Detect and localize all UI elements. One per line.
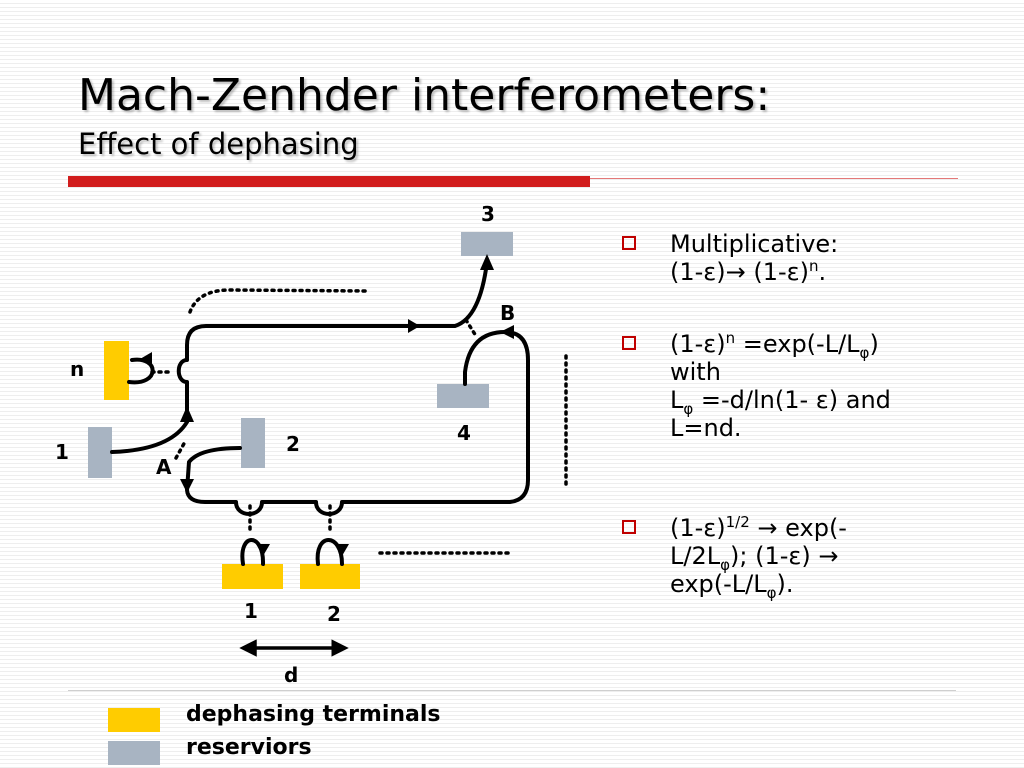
label-2-terminal: 2 (327, 602, 341, 626)
lead-to-reservoir-4 (463, 330, 507, 386)
bullet-square-icon (622, 236, 636, 250)
arrow-upper-arm (408, 319, 420, 333)
lower-loop-path (185, 330, 530, 516)
bullet-half-power: (1-ε)1/2 → exp(- L/2Lφ); (1-ε) → exp(-L/… (620, 513, 1024, 602)
bullet-2-line-4: L=nd. (670, 414, 742, 442)
dots-top-arc (188, 288, 372, 314)
arrow-up-at-A (180, 406, 194, 422)
bullet-1-line-1: Multiplicative: (670, 230, 839, 258)
bullet-3-line-3: exp(-L/Lφ). (670, 570, 794, 602)
arrow-lower-into-B (500, 325, 514, 339)
slide-title: Mach-Zenhder interferometers: (78, 70, 771, 121)
label-3: 3 (481, 202, 495, 226)
arrow-into-reservoir-3 (480, 254, 494, 270)
reservoir-2 (241, 418, 265, 468)
legend-swatch-reservoir (108, 741, 160, 765)
label-2-reservoir: 2 (286, 432, 300, 456)
upper-arm-path (176, 260, 489, 422)
terminal-1 (222, 564, 283, 589)
arrow-bottom-left (180, 479, 194, 493)
bullet-2-line-3: Lφ =-d/ln(1- ε) and (670, 386, 891, 418)
arrow-terminal-1 (256, 544, 270, 556)
reservoir-1 (88, 427, 112, 478)
label-A: A (156, 455, 172, 479)
arrow-terminal-2 (335, 544, 349, 556)
dots-at-B (464, 318, 478, 338)
bullet-3-line-2: L/2Lφ); (1-ε) → (670, 542, 839, 574)
label-d: d (284, 663, 298, 687)
legend-swatch-terminal (108, 708, 160, 732)
legend-label-reservoir: reserviors (186, 735, 312, 760)
dots-at-A (174, 438, 188, 460)
footer-divider (68, 690, 956, 691)
title-underline (68, 176, 590, 187)
terminal-2 (300, 564, 360, 589)
bullet-multiplicative: Multiplicative: (1-ε)→ (1-ε)n. (620, 230, 1024, 286)
reservoir-4 (437, 384, 489, 408)
label-1-reservoir: 1 (55, 440, 69, 464)
title-underline-thin (590, 178, 958, 179)
bullet-3-line-1: (1-ε)1/2 → exp(- (670, 513, 847, 542)
bullet-2-line-1: (1-ε)n =exp(-L/Lφ) (670, 329, 879, 362)
bullet-2-line-2: with (670, 358, 721, 386)
arrow-terminal-n (140, 352, 152, 366)
label-B: B (500, 301, 515, 325)
lead-from-reservoir-1 (110, 420, 189, 454)
label-1-terminal: 1 (244, 599, 258, 623)
terminal-2-loop (315, 538, 344, 566)
legend-label-terminal: dephasing terminals (186, 702, 441, 727)
terminal-n (104, 341, 129, 400)
bullet-square-icon (622, 336, 636, 350)
label-4: 4 (457, 421, 471, 445)
terminal-1-loop (240, 538, 266, 566)
bullet-exp-relation: (1-ε)n =exp(-L/Lφ) with Lφ =-d/ln(1- ε) … (620, 330, 1024, 442)
reservoir-3 (461, 232, 513, 256)
bullet-1-line-2: (1-ε)→ (1-ε)n. (670, 257, 827, 286)
label-n: n (70, 357, 84, 381)
bullet-square-icon (622, 520, 636, 534)
slide-subtitle: Effect of dephasing (78, 127, 359, 161)
